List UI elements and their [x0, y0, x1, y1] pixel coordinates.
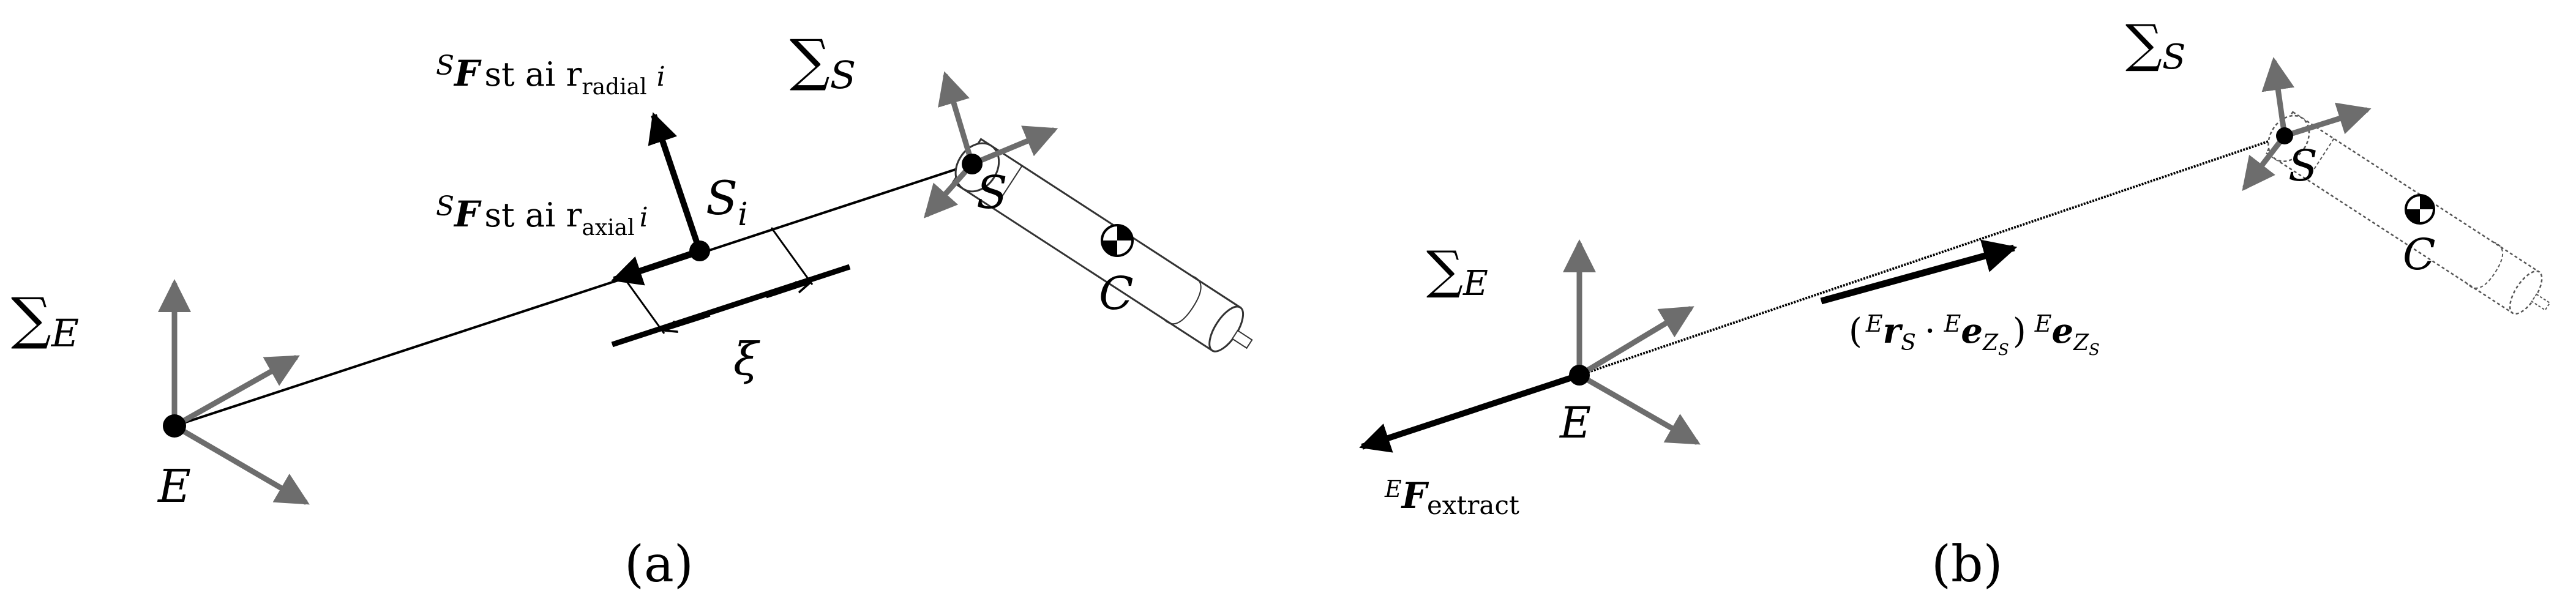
caption-b: (b) [1931, 535, 2002, 594]
point-C-label-a: C [1099, 267, 1134, 320]
panel-b: ∑E ∑S E S C (ErS·EeZS)EeZS EFextract (b) [1359, 13, 2551, 594]
axial-force-arrow [611, 248, 701, 286]
point-E-dot-a [163, 414, 186, 438]
velocity-label: (ErS·EeZS)EeZS [1849, 310, 2100, 359]
frame-S-label-b: ∑S [2125, 13, 2185, 77]
frame-S-axes-b [2242, 57, 2372, 192]
point-E-dot-b [1569, 365, 1590, 386]
velocity-arrow [1820, 239, 2018, 305]
center-of-mass-icon-b [2405, 194, 2435, 225]
point-S-label-a: S [976, 166, 1008, 219]
caption-a: (a) [624, 535, 694, 594]
point-E-label-a: E [157, 460, 191, 513]
point-S-label-b: S [2288, 141, 2318, 191]
frame-E-label-b: ∑E [1426, 240, 1488, 304]
point-S-dot-a [962, 154, 983, 174]
point-Si-label: Si [706, 171, 748, 233]
rod-line-a [174, 163, 973, 427]
point-E-label-b: E [1559, 398, 1591, 448]
frame-S-axes-a [924, 71, 1058, 218]
extract-force-arrow [1359, 372, 1581, 453]
point-C-label-b: C [2403, 229, 2436, 280]
point-S-dot-b [2276, 127, 2293, 144]
xi-label: ξ [733, 333, 760, 386]
frame-E-axes-a [158, 279, 310, 505]
frame-E-axes-b [1563, 239, 1701, 445]
frame-S-label-a: ∑S [790, 28, 856, 97]
frame-E-label-a: ∑E [11, 286, 79, 356]
center-of-mass-icon-a [1101, 224, 1134, 257]
rod-line-b [1579, 135, 2285, 376]
xi-dimension [611, 227, 851, 348]
extract-force-label: EFextract [1384, 475, 1519, 520]
radial-force-arrow [648, 112, 703, 252]
